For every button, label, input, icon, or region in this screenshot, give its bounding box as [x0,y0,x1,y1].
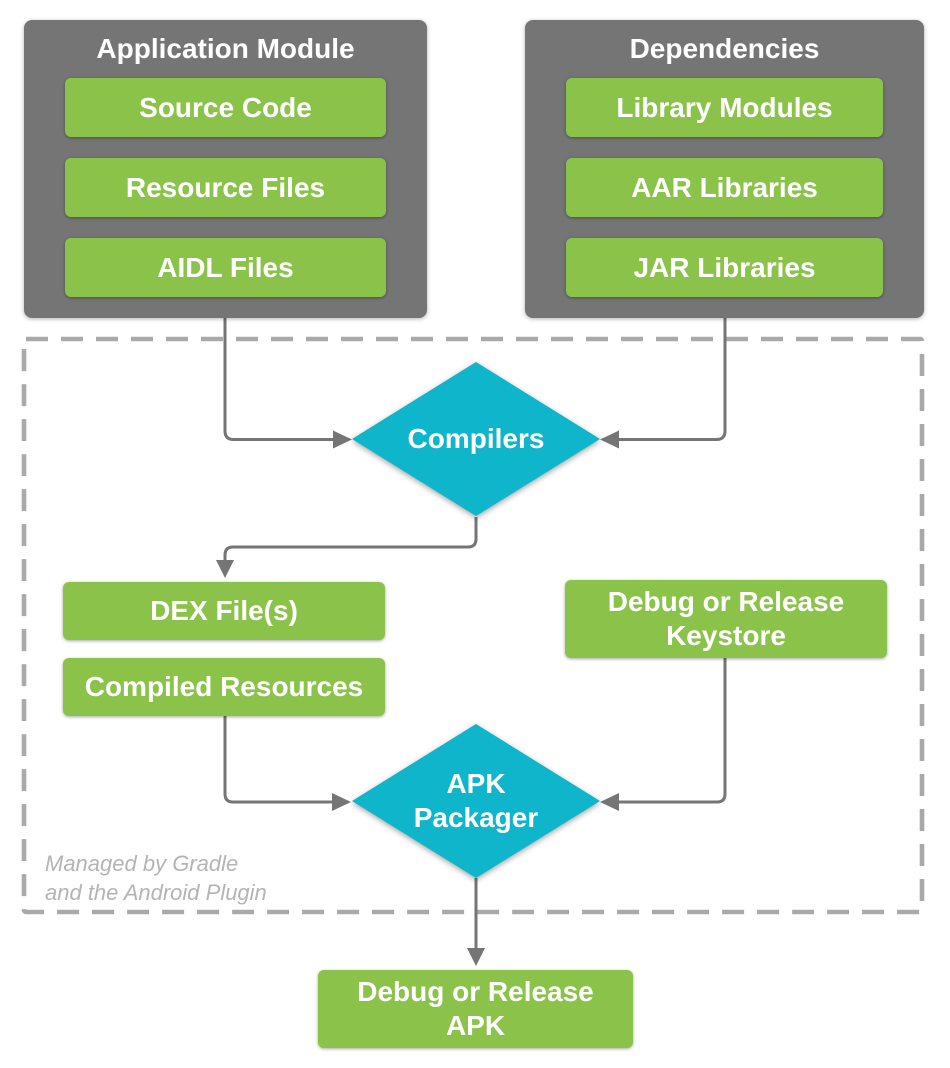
output-apk-node: Debug or Release APK [318,970,633,1048]
gradle-note-line2: and the Android Plugin [45,880,267,905]
arrow-packager-to-apk [467,878,485,966]
jar-libraries-node: JAR Libraries [566,238,883,297]
aar-libraries-node: AAR Libraries [566,158,883,217]
application-module-container: Application Module Source Code Resource … [24,20,427,318]
keystore-node: Debug or Release Keystore [565,580,887,658]
gradle-note: Managed by Gradle and the Android Plugin [45,849,267,907]
dependencies-title: Dependencies [629,33,820,64]
application-module-title: Application Module [96,33,355,64]
apk-packager-node: APK Packager [352,724,600,878]
output-apk-label: Debug or Release APK [357,976,594,1041]
library-modules-node: Library Modules [566,78,883,137]
source-code-node: Source Code [65,78,386,137]
arrow-compiled-resources-to-packager [223,715,351,811]
dex-files-node: DEX File(s) [63,582,385,640]
aidl-files-node: AIDL Files [65,238,386,297]
compilers-node: Compilers [352,362,600,516]
compilers-label: Compilers [407,423,545,454]
resource-files-node: Resource Files [65,158,386,217]
arrow-compilers-to-dex [216,517,478,578]
arrow-app-module-to-compilers [223,317,352,449]
gradle-note-line1: Managed by Gradle [45,851,239,876]
dex-files-label: DEX File(s) [150,595,298,626]
keystore-label: Debug or Release Keystore [607,586,845,651]
compiled-resources-label: Compiled Resources [84,671,364,702]
arrow-keystore-to-packager [600,658,727,811]
compiled-resources-node: Compiled Resources [63,658,385,716]
arrow-dependencies-to-compilers [600,317,727,449]
apk-packager-label: APK Packager [413,768,539,833]
dependencies-container: Dependencies Library Modules AAR Librari… [525,20,924,318]
